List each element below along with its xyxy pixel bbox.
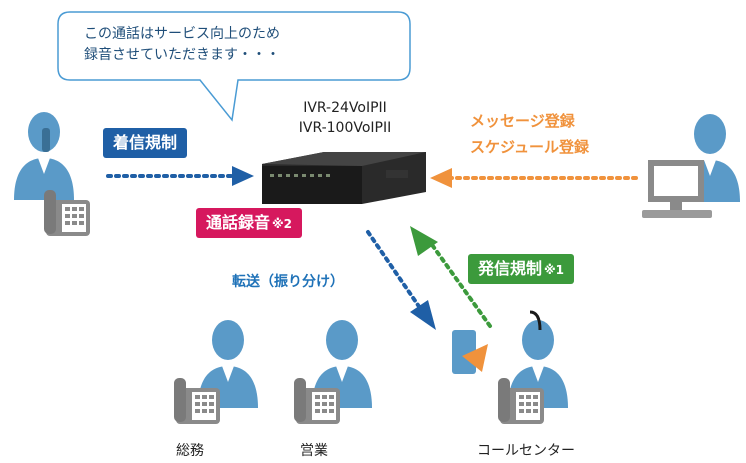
call-recording-text: 通話録音 [206, 213, 271, 232]
caption-general-affairs: 総務 [176, 443, 204, 459]
call-recording-note: ※2 [272, 217, 293, 231]
incoming-restriction-label: 着信規制 [103, 128, 188, 158]
device-model-2: IVR-100VoIPII [298, 120, 392, 136]
device-model-1: IVR-24VoIPII [303, 100, 387, 116]
sales-staff-icon [294, 320, 372, 424]
bubble-line-2: 録音させていただきます・・・ [84, 47, 280, 63]
caption-sales: 営業 [300, 443, 328, 459]
schedule-registration-label: スケジュール登録 [470, 138, 589, 156]
bubble-line-1: この通話はサービス向上のため [84, 26, 280, 42]
incoming-arrow [106, 166, 254, 186]
speech-bubble [57, 11, 411, 122]
general-affairs-staff-icon [174, 320, 258, 424]
call-recording-label: 通話録音※2 [196, 208, 303, 238]
registration-arrow [430, 168, 638, 188]
outgoing-arrow [410, 226, 492, 328]
bubble-message: この通話はサービス向上のため 録音させていただきます・・・ [84, 24, 384, 66]
transfer-label: 転送（振り分け） [232, 274, 344, 290]
device-model-label: IVR-24VoIPII IVR-100VoIPII [270, 98, 420, 138]
incoming-restriction-text: 着信規制 [113, 133, 178, 152]
outgoing-restriction-note: ※1 [544, 263, 565, 277]
message-registration-label: メッセージ登録 [470, 112, 575, 130]
transfer-arrow [366, 230, 436, 330]
registration-labels: メッセージ登録 スケジュール登録 [470, 108, 630, 160]
caption-call-center: コールセンター [477, 443, 575, 459]
call-center-operator-icon [452, 310, 568, 424]
pc-operator-icon [642, 114, 740, 218]
ivr-device [262, 152, 426, 204]
outgoing-restriction-text: 発信規制 [478, 259, 543, 278]
outgoing-restriction-label: 発信規制※1 [468, 254, 575, 284]
incoming-caller-icon [14, 112, 90, 236]
